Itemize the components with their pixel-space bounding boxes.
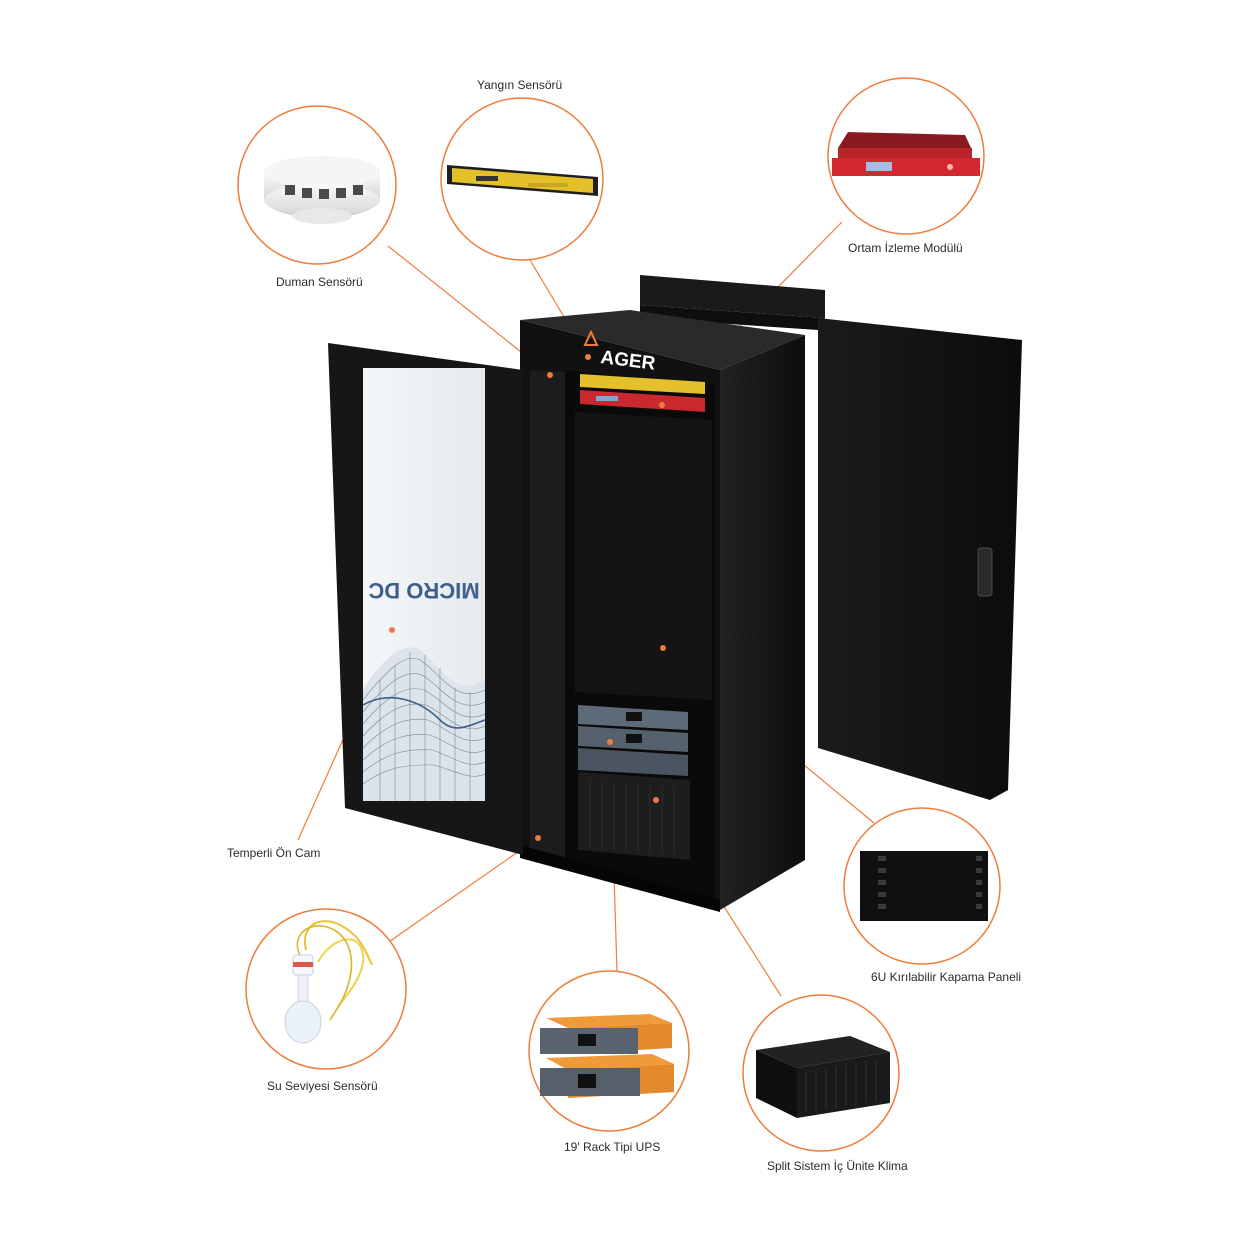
front-glass-door: MICRO DC xyxy=(328,343,523,855)
door-micro-dc-text: MICRO DC xyxy=(368,578,479,603)
rack-ac-unit xyxy=(578,772,690,860)
environment-monitor-icon xyxy=(832,132,980,176)
fire-sensor-unit-icon xyxy=(447,165,598,196)
label-rack-ups: 19' Rack Tipi UPS xyxy=(564,1140,661,1154)
cabinet-base xyxy=(520,845,720,912)
label-indoor-ac: Split Sistem İç Ünite Klima xyxy=(767,1159,908,1173)
rack-ups-icon xyxy=(540,1014,674,1098)
label-env-monitor: Ortam İzleme Modülü xyxy=(848,241,963,255)
blanking-panel-icon xyxy=(860,851,988,921)
rack-blanking-panel-area xyxy=(575,412,712,700)
cabinet-side-panel xyxy=(720,335,805,910)
label-smoke-sensor: Duman Sensörü xyxy=(276,275,363,289)
rack-cabinet: AGER xyxy=(520,275,825,912)
float-switch-icon xyxy=(284,920,373,1044)
label-water-sensor: Su Seviyesi Sensörü xyxy=(267,1079,378,1093)
rack-fire-sensor-unit xyxy=(580,374,705,394)
label-fire-sensor: Yangın Sensörü xyxy=(477,78,563,92)
rack-env-monitor-unit xyxy=(580,390,705,412)
indoor-ac-unit-icon xyxy=(756,1036,890,1118)
cabinet-top xyxy=(520,310,805,370)
glass-wave-graphic xyxy=(363,647,485,801)
smoke-detector-icon xyxy=(264,156,380,224)
cabinet-top-tray xyxy=(640,275,825,318)
rear-door xyxy=(818,318,1022,800)
callout-circle-water xyxy=(245,908,407,1070)
rack-ups-units xyxy=(578,705,688,776)
label-tempered-glass: Temperli Ön Cam xyxy=(227,846,321,860)
connector-water xyxy=(369,837,539,956)
label-blanking-panel: 6U Kırılabilir Kapama Paneli xyxy=(871,970,1022,984)
